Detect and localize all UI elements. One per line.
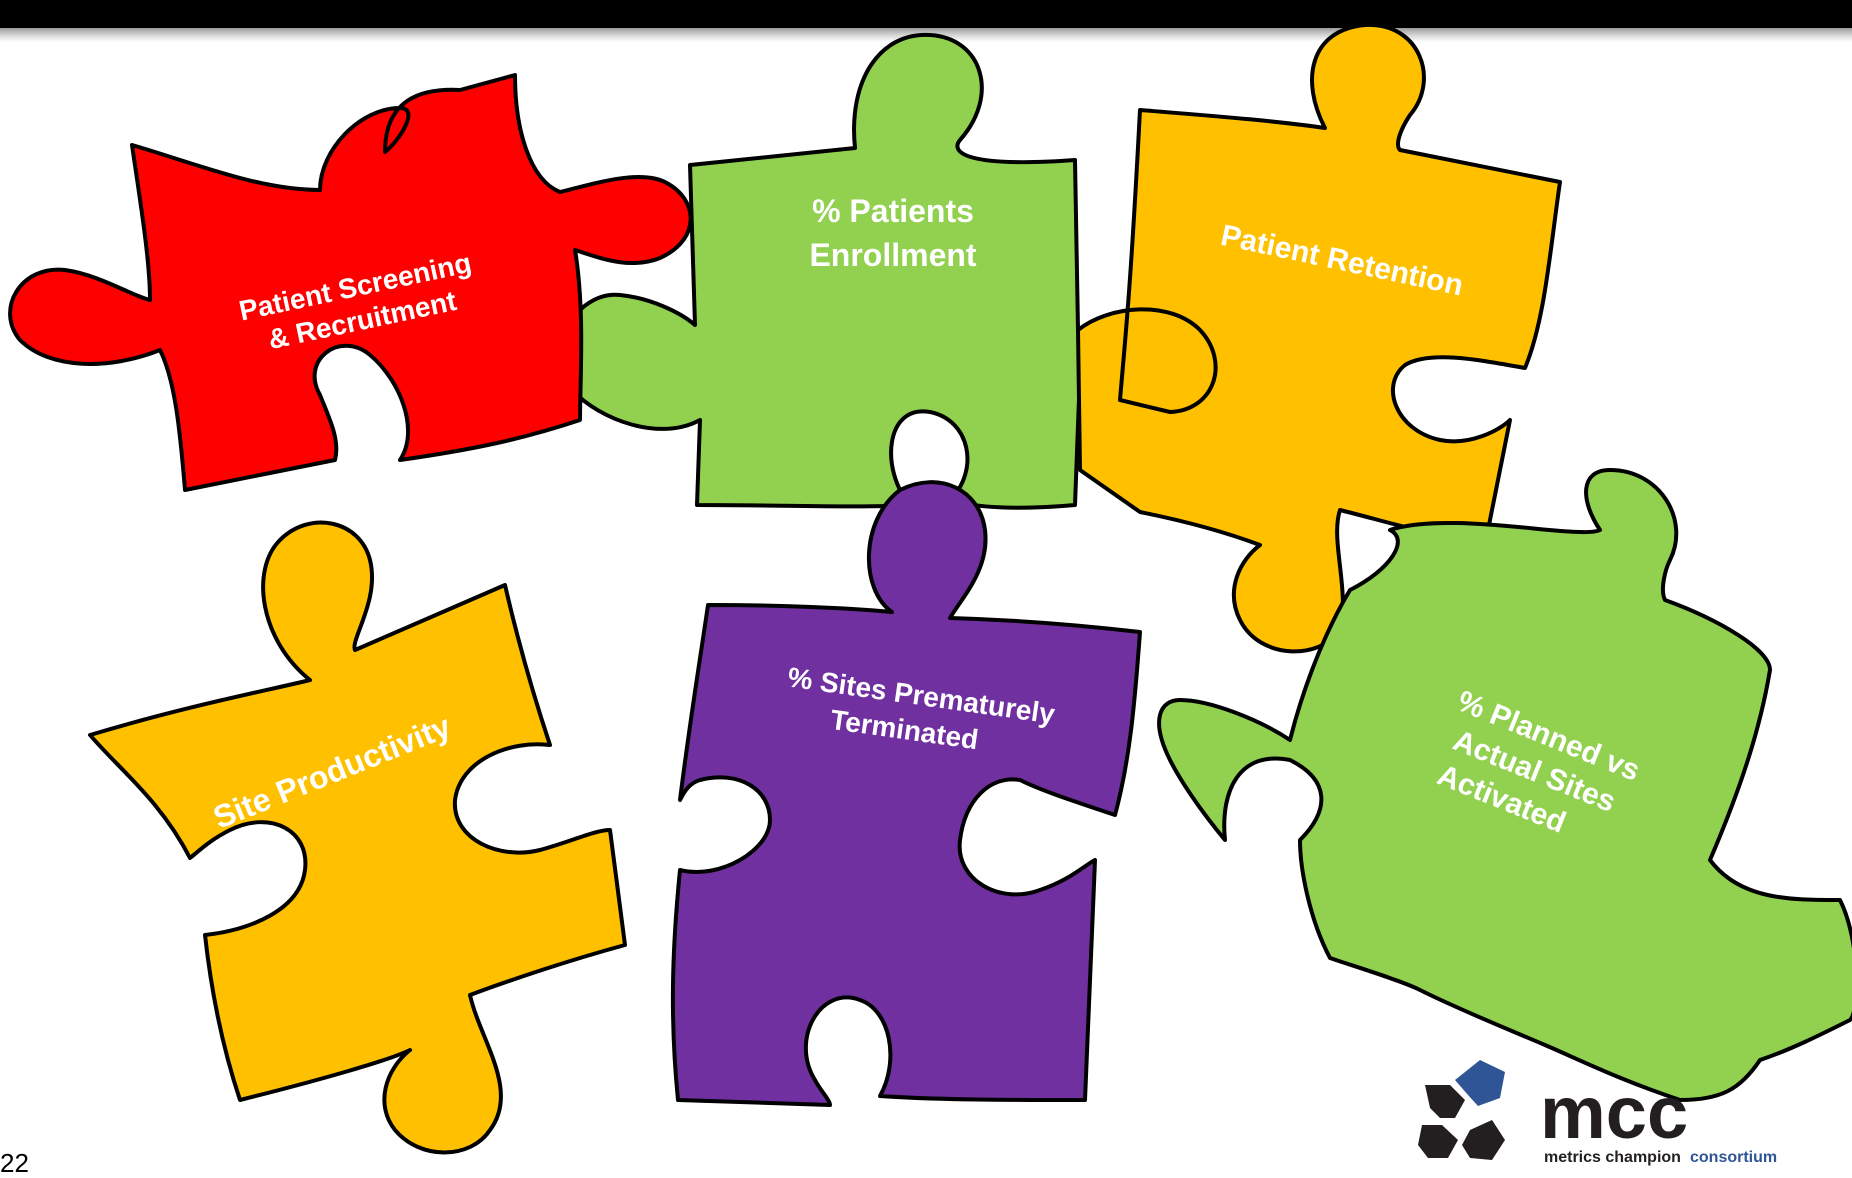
slide-number: 22 <box>0 1148 29 1178</box>
puzzle-shape-screening <box>8 73 693 492</box>
puzzle-piece-productivity: Site Productivity <box>88 520 627 1155</box>
mcc-logo-tagline: metrics champion <box>1544 1149 1681 1166</box>
piece-text-enrollment: % Patients <box>812 193 974 229</box>
mcc-logo-wordmark: mcc <box>1540 1071 1688 1154</box>
puzzle-piece-retention: Patient Retention <box>1076 22 1562 654</box>
mcc-logo: mcc metrics champion consortium <box>1418 1060 1777 1166</box>
puzzle-shape-productivity <box>88 520 627 1155</box>
puzzle-piece-enrollment: % Patients Enrollment <box>557 32 1218 510</box>
puzzle-shape-activated <box>1157 468 1852 1102</box>
title-bar <box>0 0 1852 28</box>
puzzle-piece-terminated: % Sites Prematurely Terminated <box>670 480 1142 1107</box>
puzzle-piece-activated: % Planned vs Actual Sites Activated <box>1157 468 1852 1102</box>
mcc-logo-tagline-2: consortium <box>1690 1149 1777 1166</box>
puzzle-shape-terminated <box>670 480 1142 1107</box>
puzzle-shape-enrollment <box>557 32 1218 510</box>
piece-text-enrollment-2: Enrollment <box>809 237 976 273</box>
mcc-logo-mark <box>1418 1060 1505 1160</box>
puzzle-piece-screening: Patient Screening & Recruitment <box>8 73 693 492</box>
